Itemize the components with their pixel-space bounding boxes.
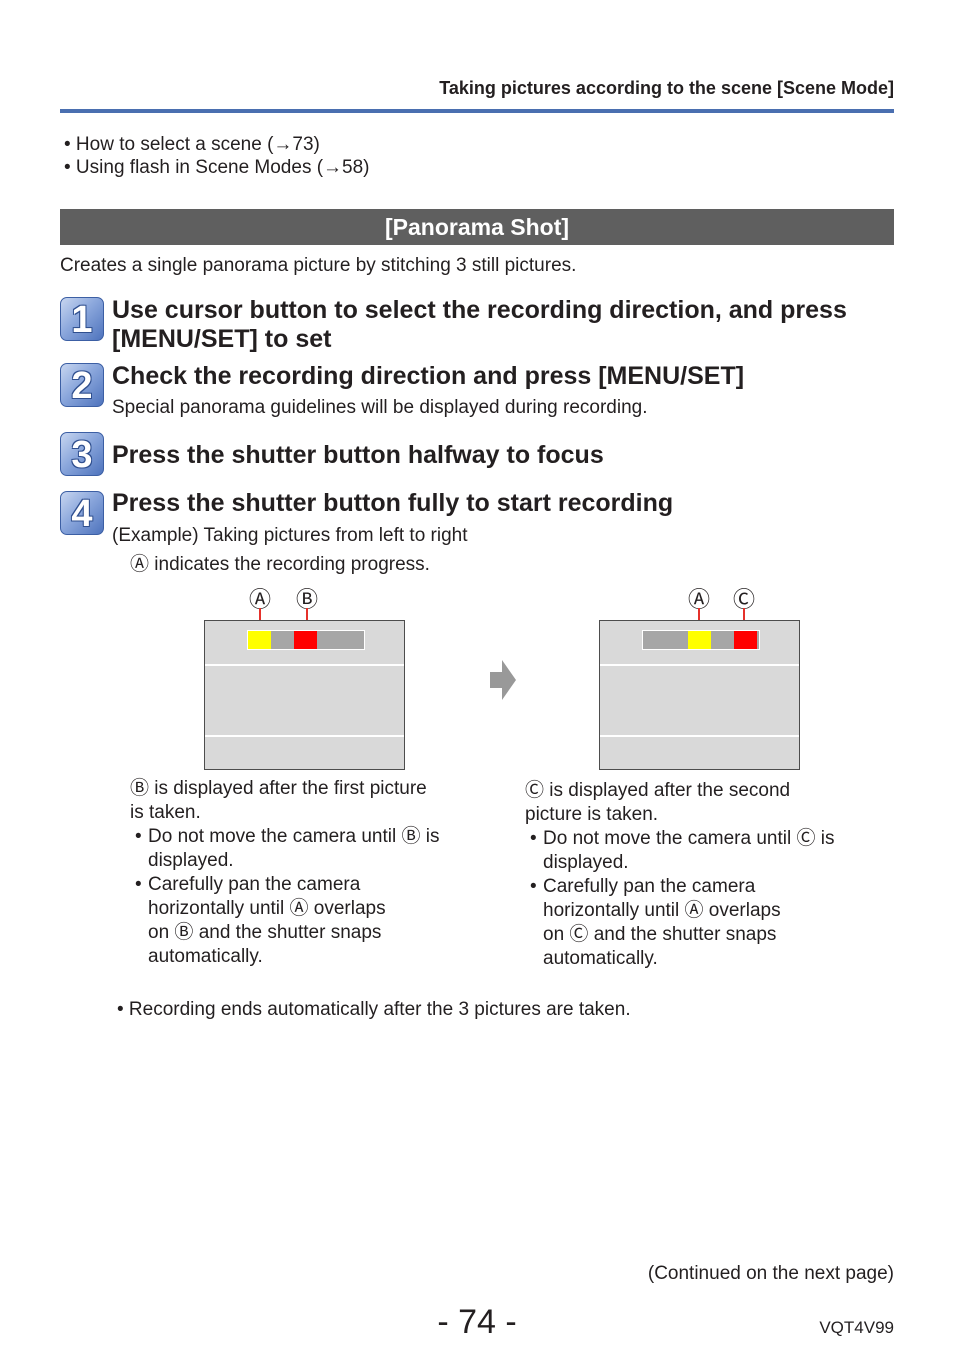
caption-right: Ⓒ is displayed after the second picture … bbox=[525, 779, 895, 971]
guideline-bottom bbox=[600, 735, 799, 737]
step-4-badge: 4 bbox=[60, 491, 104, 535]
caption-left: Ⓑ is displayed after the first picture i… bbox=[130, 777, 490, 969]
caption-left-bullet-1: • Do not move the camera until Ⓑ is disp… bbox=[135, 826, 440, 871]
label-b-left: Ⓑ bbox=[296, 587, 319, 612]
step-3-title: Press the shutter button halfway to focu… bbox=[112, 441, 604, 469]
ref-select-scene: • How to select a scene (→73) bbox=[64, 134, 320, 155]
caption-left-lead-2: is taken. bbox=[130, 802, 201, 823]
step-3-number: 3 bbox=[71, 434, 93, 476]
step-4-progress-note: Ⓐ indicates the recording progress. bbox=[130, 554, 430, 575]
progress-indicator-a bbox=[248, 631, 271, 649]
recording-end-note: • Recording ends automatically after the… bbox=[117, 999, 631, 1020]
step-1-badge: 1 bbox=[60, 297, 104, 341]
step-3-badge: 3 bbox=[60, 432, 104, 476]
header-rule bbox=[60, 109, 894, 113]
step-4-title: Press the shutter button fully to start … bbox=[112, 489, 674, 517]
caption-right-lead-1: Ⓒ is displayed after the second bbox=[525, 780, 791, 801]
progress-indicator-a bbox=[688, 631, 711, 649]
camera-screen-first bbox=[204, 620, 405, 770]
model-code: VQT4V99 bbox=[819, 1318, 894, 1337]
target-indicator-c bbox=[734, 631, 757, 649]
target-indicator-b bbox=[294, 631, 317, 649]
section-title: [Panorama Shot] bbox=[60, 209, 894, 245]
camera-screen-second bbox=[599, 620, 800, 770]
continued-note: (Continued on the next page) bbox=[647, 1263, 894, 1284]
caption-right-bullet-2: • Carefully pan the camera horizontally … bbox=[530, 876, 781, 969]
ref-flash: • Using flash in Scene Modes (→58) bbox=[64, 157, 370, 178]
step-1-number: 1 bbox=[71, 299, 93, 341]
page-header-title: Taking pictures according to the scene [… bbox=[439, 78, 894, 98]
guideline-top bbox=[205, 664, 404, 666]
label-c-right: Ⓒ bbox=[733, 587, 756, 612]
caption-left-lead-1: Ⓑ is displayed after the first picture bbox=[130, 778, 427, 799]
label-a-left: Ⓐ bbox=[249, 587, 272, 612]
step-4-number: 4 bbox=[71, 493, 93, 535]
page-number: - 74 - bbox=[437, 1303, 517, 1341]
caption-right-lead-2: picture is taken. bbox=[525, 804, 659, 825]
next-arrow-icon bbox=[490, 660, 516, 700]
label-a-right: Ⓐ bbox=[688, 587, 711, 612]
step-2-badge: 2 bbox=[60, 363, 104, 407]
caption-left-bullet-2: • Carefully pan the camera horizontally … bbox=[135, 874, 386, 967]
step-2-subtext: Special panorama guidelines will be disp… bbox=[112, 397, 648, 418]
guideline-top bbox=[600, 664, 799, 666]
step-4-example: (Example) Taking pictures from left to r… bbox=[112, 525, 468, 546]
step-2-number: 2 bbox=[71, 365, 93, 407]
caption-right-bullet-1: • Do not move the camera until Ⓒ is disp… bbox=[530, 828, 835, 873]
guideline-bottom bbox=[205, 735, 404, 737]
step-2-title: Check the recording direction and press … bbox=[112, 362, 745, 390]
step-1-title: Use cursor button to select the recordin… bbox=[112, 296, 847, 353]
section-intro: Creates a single panorama picture by sti… bbox=[60, 255, 577, 276]
